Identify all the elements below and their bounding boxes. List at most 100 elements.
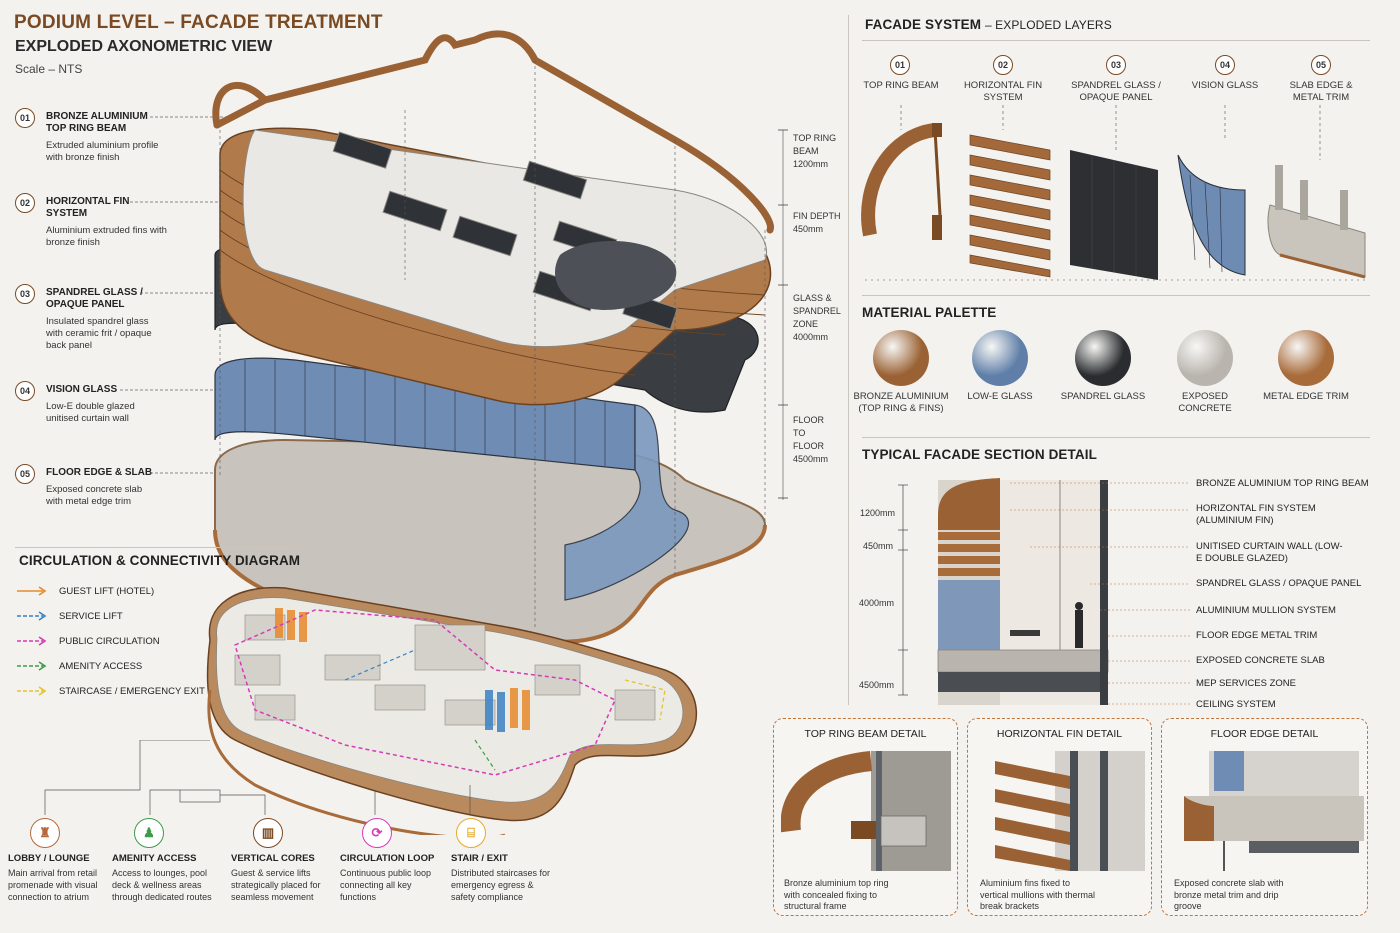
section-label: SPANDREL GLASS / OPAQUE PANEL [1196, 578, 1362, 589]
callout-desc: Low-E double glazed unitised curtain wal… [46, 401, 135, 424]
layer-label: SPANDREL GLASS / OPAQUE PANEL [1071, 80, 1161, 103]
legend-staircase: STAIRCASE / EMERGENCY EXIT [59, 686, 205, 697]
detail-title: TOP RING BEAM DETAIL [804, 728, 927, 740]
fin-detail-illustration [995, 751, 1145, 871]
dimension-floor-to-floor: FLOOR TO FLOOR 4500mm [793, 414, 848, 466]
circulation-heading: CIRCULATION & CONNECTIVITY DIAGRAM [19, 553, 301, 568]
top-ring-beam-layer [212, 30, 774, 234]
layer-label: VISION GLASS [1191, 80, 1259, 91]
feature-title: VERTICAL CORES [231, 853, 315, 864]
bronze-swatch [873, 330, 929, 386]
callout-desc: Aluminium extruded fins with bronze fini… [46, 225, 167, 248]
section-dim: 450mm [863, 541, 894, 551]
section-dim: 1200mm [860, 508, 896, 518]
swatch-label: METAL EDGE TRIM [1263, 391, 1349, 402]
dimension-label: FLOOR TO FLOOR [793, 415, 825, 451]
slab-edge-sample [1267, 165, 1366, 279]
heading-suffix: – EXPLODED LAYERS [984, 18, 1112, 32]
callout-number: 01 [15, 108, 35, 128]
amenity-icon: ♟ [134, 818, 164, 848]
metal-trim-swatch [1278, 330, 1334, 386]
dimension-label: FIN DEPTH [793, 211, 841, 221]
section-dim: 4500mm [859, 680, 895, 690]
swatch-label: SPANDREL GLASS [1060, 391, 1146, 402]
feature-title: AMENITY ACCESS [112, 853, 197, 864]
section-label: CEILING SYSTEM [1196, 699, 1276, 710]
fin-sample [969, 134, 1051, 278]
layer-number: 04 [1215, 55, 1235, 75]
panel-divider [848, 15, 849, 705]
feature-title: LOBBY / LOUNGE [8, 853, 90, 864]
feature-connectors [44, 740, 471, 815]
legend-amenity-access: AMENITY ACCESS [59, 661, 143, 672]
vision-glass-sample [1177, 154, 1246, 276]
circulation-plan [206, 586, 697, 835]
layer-number: 03 [1106, 55, 1126, 75]
scale-note: Scale – NTS [15, 62, 83, 76]
dimension-value: 1200mm [793, 159, 829, 169]
layer-number: 05 [1311, 55, 1331, 75]
floor-edge-detail: FLOOR EDGE DETAIL Exposed concrete slab … [1161, 718, 1368, 916]
layer-label: HORIZONTAL FIN SYSTEM [963, 80, 1043, 103]
detail-desc: Aluminium fins fixed to vertical mullion… [980, 878, 1096, 911]
facade-system-heading: FACADE SYSTEM – EXPLODED LAYERS [865, 17, 1112, 32]
divider [862, 295, 1370, 296]
callout-title: FLOOR EDGE & SLAB [46, 467, 153, 478]
stair-icon: ⌸ [456, 818, 486, 848]
legend-public-circulation: PUBLIC CIRCULATION [59, 636, 160, 647]
divider [862, 40, 1370, 41]
section-label: EXPOSED CONCRETE SLAB [1196, 655, 1325, 666]
concrete-swatch [1177, 330, 1233, 386]
lift-icon: ▥ [253, 818, 283, 848]
section-label: FLOOR EDGE METAL TRIM [1196, 630, 1318, 641]
section-heading: TYPICAL FACADE SECTION DETAIL [862, 447, 1097, 462]
detail-desc: Bronze aluminium top ring with concealed… [784, 878, 889, 911]
low-e-glass-swatch [972, 330, 1028, 386]
section-dim: 4000mm [859, 598, 895, 608]
layer-number: 02 [993, 55, 1013, 75]
page-title: PODIUM LEVEL – FACADE TREATMENT [14, 12, 383, 33]
callout-number: 04 [15, 381, 35, 401]
layer-number: 01 [890, 55, 910, 75]
section-label: HORIZONTAL FIN SYSTEM (ALUMINIUM FIN) [1196, 503, 1316, 526]
callout-number: 03 [15, 284, 35, 304]
fin-system-layer [219, 127, 772, 406]
palette-heading: MATERIAL PALETTE [862, 305, 997, 320]
swatch-label: BRONZE ALUMINIUM (TOP RING & FINS) [853, 391, 949, 414]
section-label: ALUMINIUM MULLION SYSTEM [1196, 605, 1336, 616]
dimension-value: 450mm [793, 224, 824, 234]
page-subtitle: EXPLODED AXONOMETRIC VIEW [15, 38, 273, 55]
callout-desc: Extruded aluminium profile with bronze f… [46, 140, 159, 163]
layer-label: SLAB EDGE & METAL TRIM [1289, 80, 1353, 103]
callout-title: SPANDREL GLASS / OPAQUE PANEL [46, 287, 143, 310]
feature-desc: Distributed staircases for emergency egr… [451, 868, 551, 902]
ring-beam-sample [861, 123, 942, 240]
feature-desc: Main arrival from retail promenade with … [8, 868, 98, 902]
lobby-icon: ♜ [30, 818, 60, 848]
dimension-label: GLASS & SPANDREL ZONE [793, 293, 841, 329]
spandrel-glass-swatch [1075, 330, 1131, 386]
exploded-axonometric [212, 30, 774, 644]
dimension-fin-depth: FIN DEPTH 450mm [793, 210, 848, 236]
ring-beam-detail-illustration [781, 751, 951, 871]
dimension-value: 4000mm [793, 332, 829, 342]
dimension-value: 4500mm [793, 454, 829, 464]
section-illustration [898, 478, 1190, 705]
detail-desc: Exposed concrete slab with bronze metal … [1174, 878, 1284, 911]
horizontal-fin-detail: HORIZONTAL FIN DETAIL Aluminium fins fix… [967, 718, 1152, 916]
top-ring-beam-detail: TOP RING BEAM DETAIL Bronze aluminium to… [773, 718, 958, 916]
callout-number: 05 [15, 464, 35, 484]
legend-service-lift: SERVICE LIFT [59, 611, 123, 622]
callout-title: VISION GLASS [46, 384, 118, 395]
feature-desc: Guest & service lifts strategically plac… [231, 868, 321, 902]
heading-text: FACADE SYSTEM [865, 17, 982, 32]
feature-desc: Continuous public loop connecting all ke… [340, 868, 432, 902]
layer-label: TOP RING BEAM [863, 80, 939, 91]
section-label: MEP SERVICES ZONE [1196, 678, 1296, 689]
callout-desc: Insulated spandrel glass with ceramic fr… [46, 316, 152, 351]
swatch-label: LOW-E GLASS [967, 391, 1033, 402]
legend-guest-lift: GUEST LIFT (HOTEL) [59, 586, 155, 597]
detail-title: FLOOR EDGE DETAIL [1210, 728, 1319, 740]
callout-number: 02 [15, 193, 35, 213]
divider [15, 547, 290, 548]
